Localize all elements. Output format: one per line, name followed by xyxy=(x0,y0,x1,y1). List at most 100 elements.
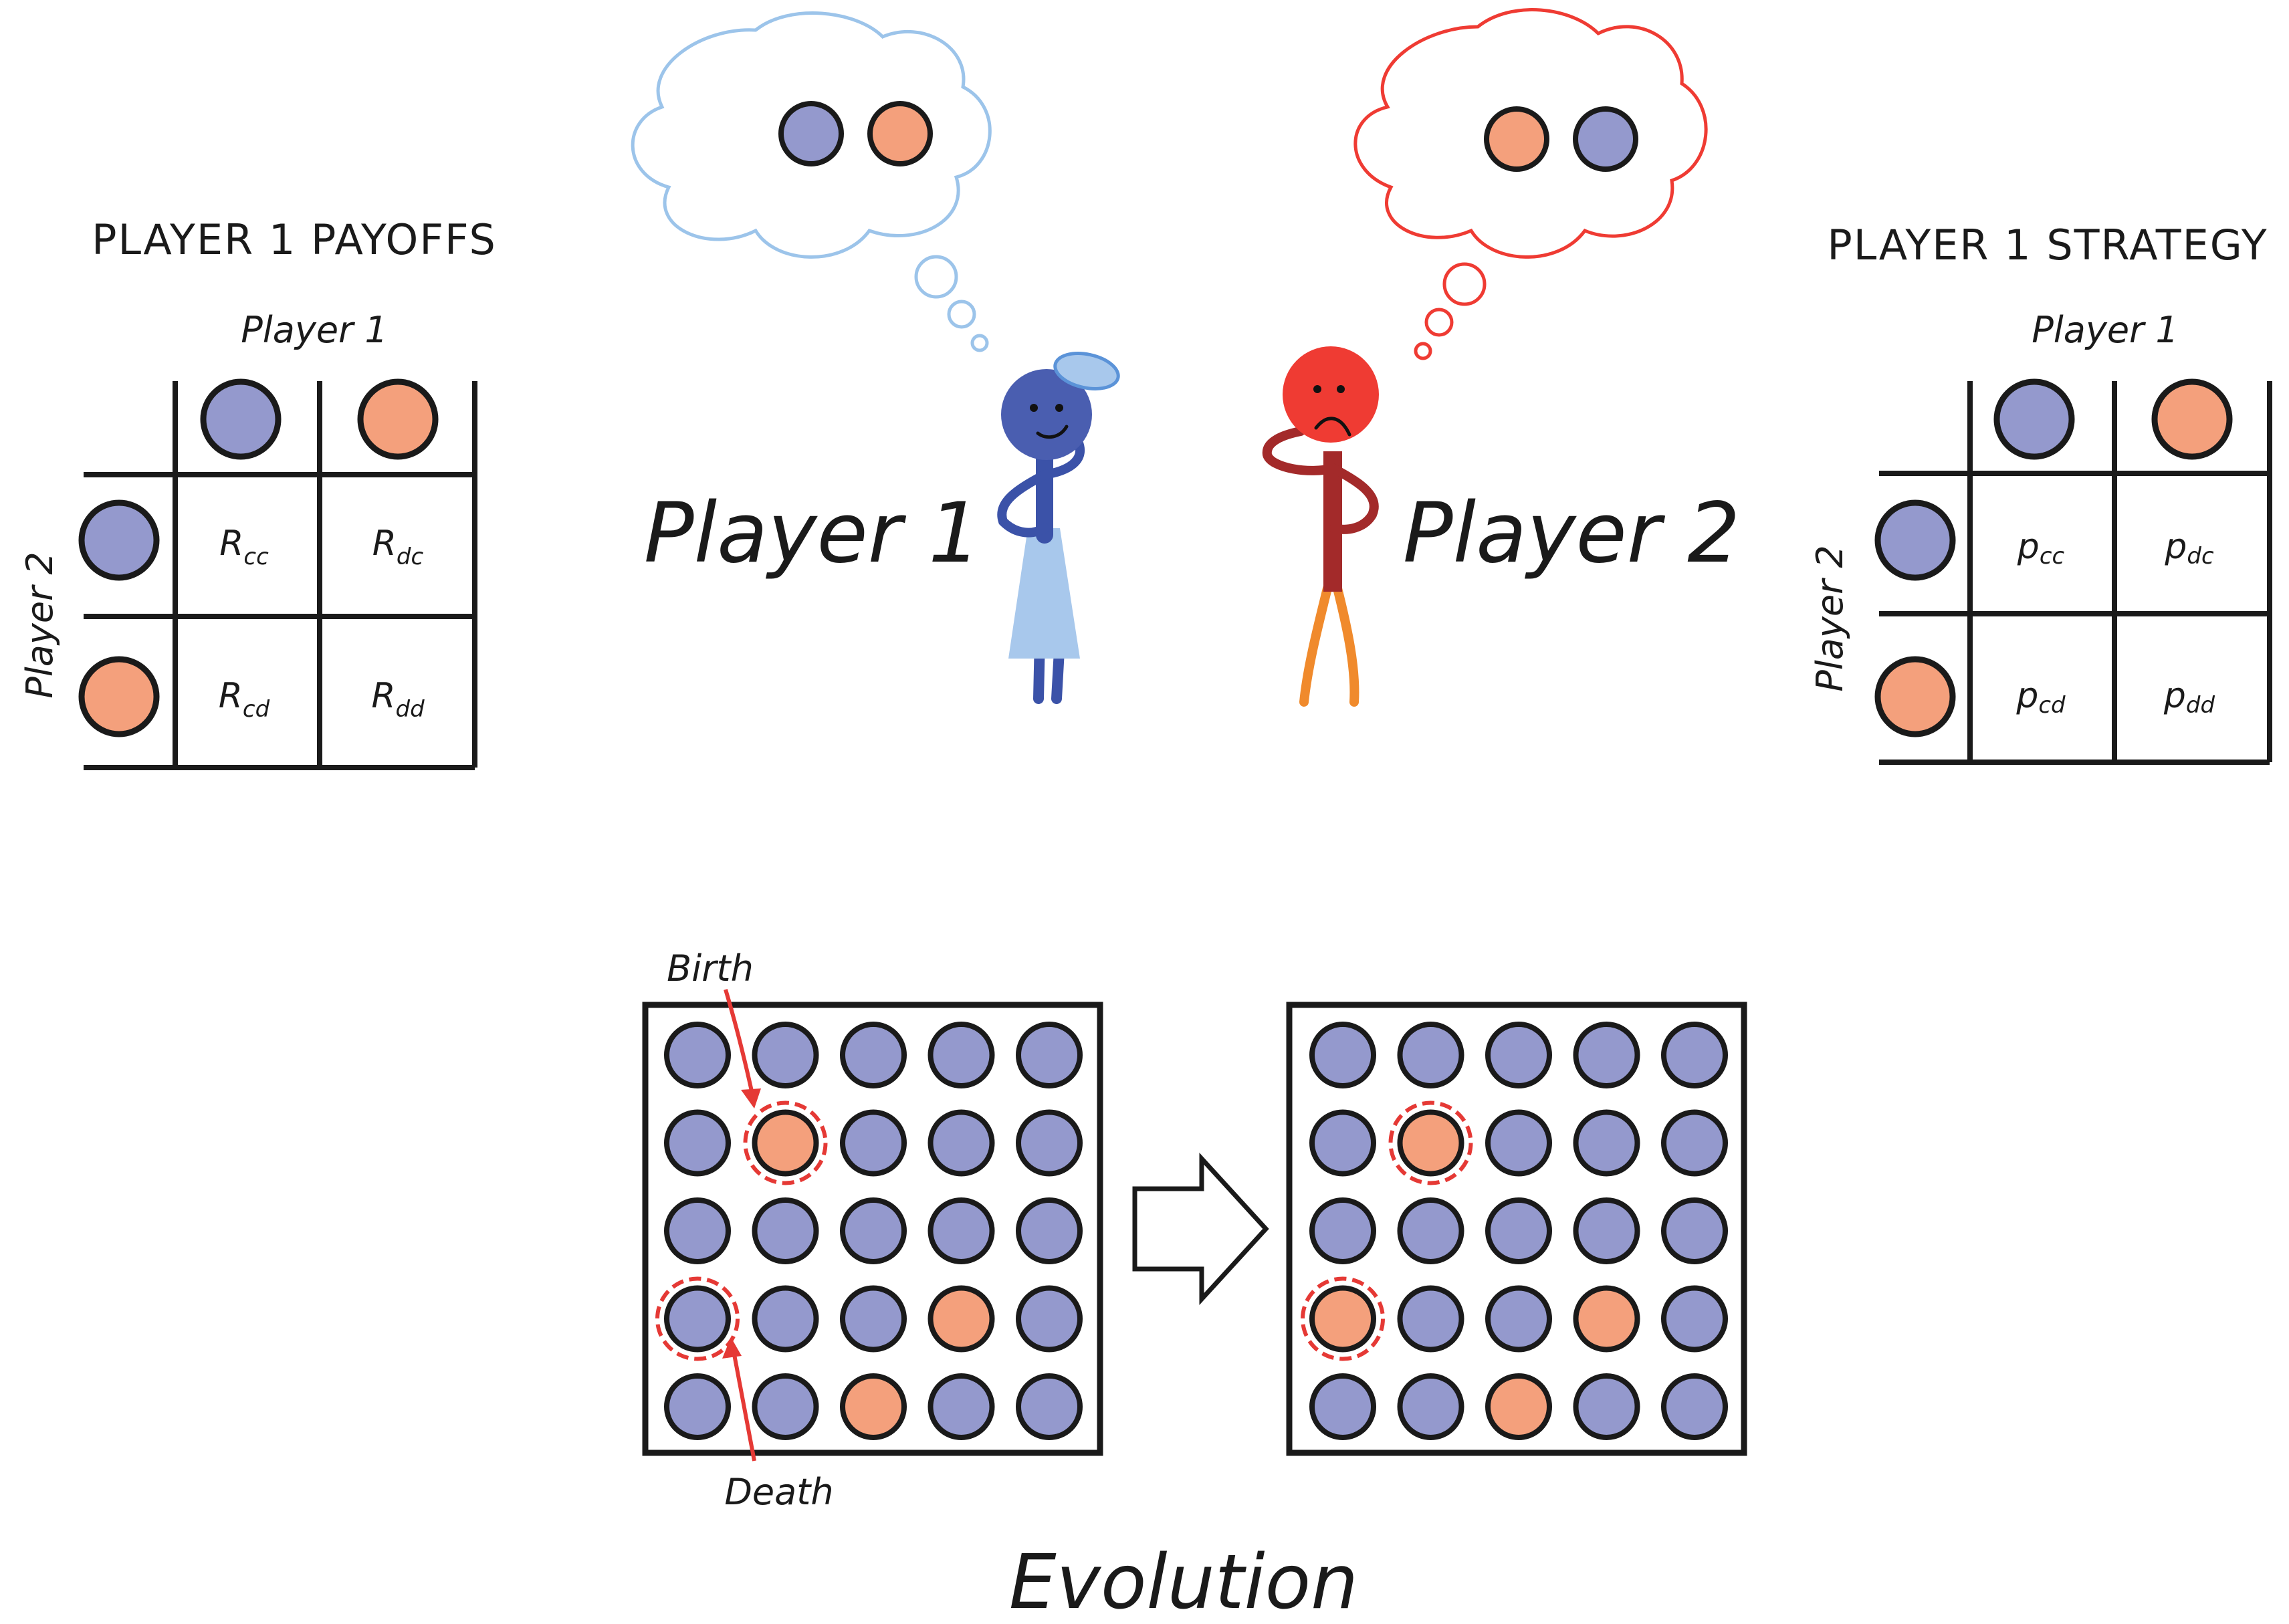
before-grid-cell-3-3 xyxy=(928,1285,995,1353)
strategy-col-header-defector-icon xyxy=(2151,378,2233,460)
svg-text:Rcd: Rcd xyxy=(219,676,270,723)
player1-thought-defector-icon xyxy=(867,101,933,166)
player2-label: Player 2 xyxy=(1403,485,1740,582)
svg-text:pdd: pdd xyxy=(2163,676,2215,719)
payoff-cell-rdc: Rdc xyxy=(372,524,424,570)
strategy-table-heading: PLAYER 1 STRATEGY xyxy=(1827,221,2268,269)
after-grid-cell-0-3 xyxy=(1573,1022,1640,1088)
before-grid-cell-4-4 xyxy=(1016,1373,1083,1440)
before-grid-cell-1-2 xyxy=(840,1109,907,1177)
birth-arrow xyxy=(724,989,761,1109)
after-grid-cell-3-0 xyxy=(1309,1285,1376,1353)
payoff-row-axis-label: Player 2 xyxy=(19,552,61,699)
before-grid-death-marker xyxy=(655,1276,740,1361)
before-grid-cell-3-2 xyxy=(840,1285,907,1353)
strategy-row-header-defector-icon xyxy=(1874,656,1956,737)
after-grid-cell-3-2 xyxy=(1485,1285,1552,1353)
after-grid-cell-3-3 xyxy=(1573,1285,1640,1353)
payoff-cell-rcc: Rcc xyxy=(219,524,269,570)
player1-thought-cooperator-icon xyxy=(778,101,844,166)
payoff-table-heading: PLAYER 1 PAYOFFS xyxy=(92,215,497,264)
player1-thought-discs xyxy=(778,101,933,166)
before-grid xyxy=(655,1022,1083,1440)
payoff-cell-rcd: Rcd xyxy=(219,676,270,723)
after-grid-cell-2-2 xyxy=(1485,1197,1552,1264)
after-grid-cell-3-4 xyxy=(1661,1285,1728,1353)
strategy-headers xyxy=(1874,378,2233,737)
after-grid-cell-1-1 xyxy=(1397,1109,1464,1177)
death-label: Death xyxy=(724,1471,833,1513)
evolution-title: Evolution xyxy=(1009,1539,1358,1624)
svg-text:Rcc: Rcc xyxy=(219,524,269,570)
payoff-row-header-defector-icon xyxy=(78,656,160,737)
after-grid xyxy=(1301,1022,1728,1440)
strategy-cell-pdd: pdd xyxy=(2163,676,2215,719)
player2-thought-defector-icon xyxy=(1484,106,1549,172)
before-grid-cell-0-1 xyxy=(752,1022,819,1088)
svg-text:pcd: pcd xyxy=(2015,676,2066,719)
after-grid-cell-3-1 xyxy=(1397,1285,1464,1353)
after-grid-cell-1-0 xyxy=(1309,1109,1376,1177)
before-grid-cell-0-4 xyxy=(1016,1022,1083,1088)
svg-text:Rdc: Rdc xyxy=(372,524,424,570)
after-grid-cell-2-1 xyxy=(1397,1197,1464,1264)
player2-figure xyxy=(1262,346,1379,707)
after-grid-cell-1-2 xyxy=(1485,1109,1552,1177)
before-grid-cell-3-0 xyxy=(664,1285,731,1353)
payoff-col-header-cooperator-icon xyxy=(200,378,282,460)
before-grid-cell-2-1 xyxy=(752,1197,819,1264)
after-grid-cell-0-1 xyxy=(1397,1022,1464,1088)
before-grid-cell-1-1 xyxy=(752,1109,819,1177)
before-grid-cell-3-4 xyxy=(1016,1285,1083,1353)
birth-label: Birth xyxy=(667,947,754,990)
svg-text:Rdd: Rdd xyxy=(371,676,425,723)
after-grid-cell-4-0 xyxy=(1309,1373,1376,1440)
payoff-grid-lines xyxy=(84,381,477,770)
after-grid-cell-0-0 xyxy=(1309,1022,1376,1088)
strategy-cell-pdc: pdc xyxy=(2164,527,2214,570)
before-grid-cell-1-0 xyxy=(664,1109,731,1177)
before-grid-cell-4-3 xyxy=(928,1373,995,1440)
strategy-row-header-cooperator-icon xyxy=(1874,499,1956,581)
after-grid-cell-4-4 xyxy=(1661,1373,1728,1440)
after-grid-cell-0-4 xyxy=(1661,1022,1728,1088)
before-grid-cell-2-3 xyxy=(928,1197,995,1264)
before-grid-cell-0-2 xyxy=(840,1022,907,1088)
after-grid-cell-0-2 xyxy=(1485,1022,1552,1088)
before-grid-cell-1-3 xyxy=(928,1109,995,1177)
before-grid-birth-marker xyxy=(743,1100,828,1185)
after-grid-cell-2-3 xyxy=(1573,1197,1640,1264)
payoff-row-header-cooperator-icon xyxy=(78,499,160,581)
before-grid-cell-2-4 xyxy=(1016,1197,1083,1264)
payoff-headers xyxy=(78,378,439,737)
player2-thought-discs xyxy=(1484,106,1638,172)
before-grid-cell-3-1 xyxy=(752,1285,819,1353)
before-grid-cell-2-2 xyxy=(840,1197,907,1264)
death-arrow xyxy=(722,1337,756,1462)
after-grid-cell-4-2 xyxy=(1485,1373,1552,1440)
before-grid-cell-4-2 xyxy=(840,1373,907,1440)
before-grid-cell-4-1 xyxy=(752,1373,819,1440)
payoff-col-axis-label: Player 1 xyxy=(241,309,388,351)
after-grid-cell-4-3 xyxy=(1573,1373,1640,1440)
strategy-col-axis-label: Player 1 xyxy=(2032,309,2179,351)
svg-text:pcc: pcc xyxy=(2017,527,2065,570)
strategy-cell-pcc: pcc xyxy=(2017,527,2065,570)
before-grid-cell-0-3 xyxy=(928,1022,995,1088)
strategy-row-axis-label: Player 2 xyxy=(1809,545,1851,692)
payoff-col-header-defector-icon xyxy=(357,378,439,460)
strategy-grid-lines xyxy=(1879,381,2272,765)
after-grid-birth-marker xyxy=(1388,1100,1473,1185)
strategy-table: PLAYER 1 STRATEGY Player 1 Player 2 pcc … xyxy=(1809,221,2272,765)
after-grid-cell-4-1 xyxy=(1397,1373,1464,1440)
payoff-table: PLAYER 1 PAYOFFS Player 1 Player 2 Rcc R… xyxy=(19,215,497,770)
player1-label: Player 1 xyxy=(644,485,981,582)
player2-thought-cloud xyxy=(1353,8,1708,360)
after-grid-cell-1-4 xyxy=(1661,1109,1728,1177)
player1-figure xyxy=(997,352,1120,704)
before-grid-cell-0-0 xyxy=(664,1022,731,1088)
strategy-col-header-cooperator-icon xyxy=(1993,378,2075,460)
after-grid-cell-2-0 xyxy=(1309,1197,1376,1264)
after-grid-cell-1-3 xyxy=(1573,1109,1640,1177)
